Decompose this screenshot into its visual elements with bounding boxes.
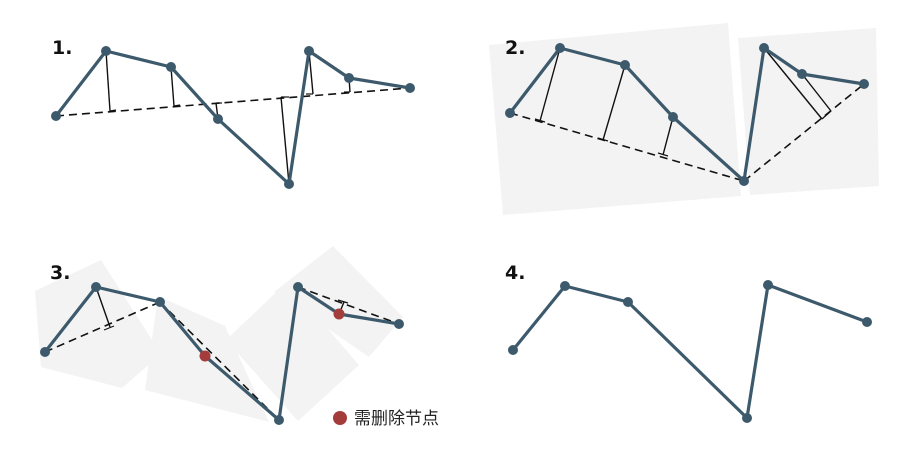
node (304, 46, 314, 56)
original-polyline (43, 285, 400, 422)
panel-3: 3. 需删除节点 (35, 246, 439, 429)
baseline-dashed (297, 286, 400, 325)
node (668, 112, 678, 122)
node (91, 282, 101, 292)
perpendiculars (105, 50, 351, 185)
nodes (505, 43, 869, 186)
node (739, 176, 749, 186)
node (51, 111, 61, 121)
node (405, 83, 415, 93)
region-left (489, 23, 741, 215)
nodes (508, 280, 872, 423)
step-label-2: 2. (505, 37, 525, 59)
perpendiculars (539, 47, 832, 156)
node (394, 319, 404, 329)
panel-2: 2. (489, 23, 879, 215)
node (166, 62, 176, 72)
nodes (51, 46, 415, 189)
node (40, 347, 50, 357)
legend-label: 需删除节点 (354, 409, 439, 429)
node (560, 281, 570, 291)
node (555, 43, 565, 53)
node (508, 345, 518, 355)
red-dot-icon (333, 411, 347, 425)
node (759, 43, 769, 53)
baseline-dashed-left (509, 112, 745, 182)
removed-node (199, 350, 211, 362)
perp-foot-markers (534, 110, 832, 157)
node (155, 297, 165, 307)
original-polyline (54, 49, 411, 186)
simplified-polyline (511, 283, 868, 420)
node (862, 317, 872, 327)
node (344, 73, 354, 83)
region-3 (226, 282, 359, 421)
node (620, 60, 630, 70)
node (763, 280, 773, 290)
region-1 (35, 260, 161, 388)
node (797, 69, 807, 79)
removed-nodes (199, 308, 345, 362)
node (101, 46, 111, 56)
removed-node (333, 308, 345, 320)
legend: 需删除节点 (333, 409, 439, 429)
perp-foot-markers (109, 91, 350, 112)
panel-1: 1. (51, 37, 415, 189)
nodes (40, 282, 404, 425)
baseline-dashed (159, 301, 280, 421)
node (859, 79, 869, 89)
node (623, 297, 633, 307)
node (284, 179, 294, 189)
region-right (738, 28, 879, 195)
node (274, 415, 284, 425)
step-label-1: 1. (52, 37, 72, 59)
node (293, 282, 303, 292)
perp-foot-markers (103, 299, 349, 331)
node (213, 114, 223, 124)
step-label-4: 4. (505, 262, 525, 284)
original-polyline (508, 46, 865, 183)
node (742, 413, 752, 423)
baseline-dashed (44, 301, 161, 353)
step-label-3: 3. (50, 262, 70, 284)
panel-4: 4. (505, 262, 872, 423)
node (505, 108, 515, 118)
baseline-dashed (55, 87, 411, 117)
